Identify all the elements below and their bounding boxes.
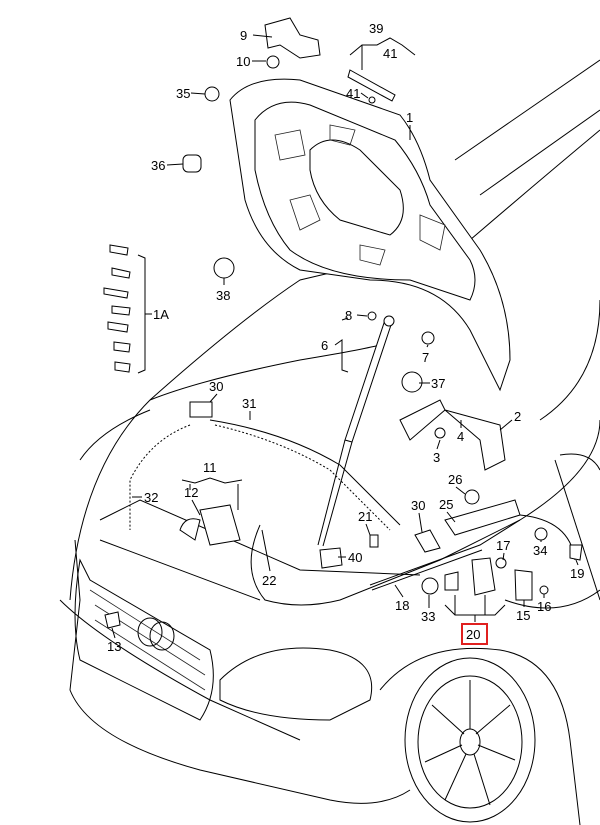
callout-9: 9 — [240, 28, 247, 43]
callout-13: 13 — [107, 639, 121, 654]
small-parts — [103, 17, 583, 629]
callout-40: 40 — [348, 550, 362, 565]
callout-21: 21 — [358, 509, 372, 524]
callout-22: 22 — [262, 573, 276, 588]
callout-25: 25 — [439, 497, 453, 512]
callout-32: 32 — [144, 490, 158, 505]
fasteners-1A — [103, 244, 131, 373]
callout-7: 7 — [422, 350, 429, 365]
leader-lines — [111, 34, 579, 639]
callout-12: 12 — [184, 485, 198, 500]
callout-1: 1 — [406, 110, 413, 125]
callout-33: 33 — [421, 609, 435, 624]
callout-3: 3 — [433, 450, 440, 465]
callout-37: 37 — [431, 376, 445, 391]
callout-41: 41 — [383, 46, 397, 61]
gas-strut — [317, 315, 395, 547]
bonnet — [229, 78, 511, 392]
highlight-box — [461, 623, 488, 645]
callout-16: 16 — [537, 599, 551, 614]
callout-1A: 1A — [153, 307, 169, 322]
callout-20-highlighted: 20 — [466, 627, 480, 642]
callout-18: 18 — [395, 598, 409, 613]
callout-15: 15 — [516, 608, 530, 623]
callout-6: 6 — [321, 338, 328, 353]
callout-8: 8 — [345, 308, 352, 323]
callout-36: 36 — [151, 158, 165, 173]
callout-labels: 9 10 35 36 39 41 41 1 38 1A 8 6 7 37 2 4… — [107, 21, 584, 654]
callout-4: 4 — [457, 429, 464, 444]
callout-35: 35 — [176, 86, 190, 101]
callout-41: 41 — [346, 86, 360, 101]
callout-30: 30 — [411, 498, 425, 513]
car-body — [59, 59, 600, 825]
callout-17: 17 — [496, 538, 510, 553]
callout-19: 19 — [570, 566, 584, 581]
callout-26: 26 — [448, 472, 462, 487]
front-wheel — [404, 657, 536, 823]
callout-31: 31 — [242, 396, 256, 411]
callout-34: 34 — [533, 543, 547, 558]
callout-11: 11 — [203, 460, 217, 475]
callout-30: 30 — [209, 379, 223, 394]
seals-and-cables — [99, 419, 576, 606]
callout-2: 2 — [514, 409, 521, 424]
callout-39: 39 — [369, 21, 383, 36]
callout-10: 10 — [236, 54, 250, 69]
callout-38: 38 — [216, 288, 230, 303]
